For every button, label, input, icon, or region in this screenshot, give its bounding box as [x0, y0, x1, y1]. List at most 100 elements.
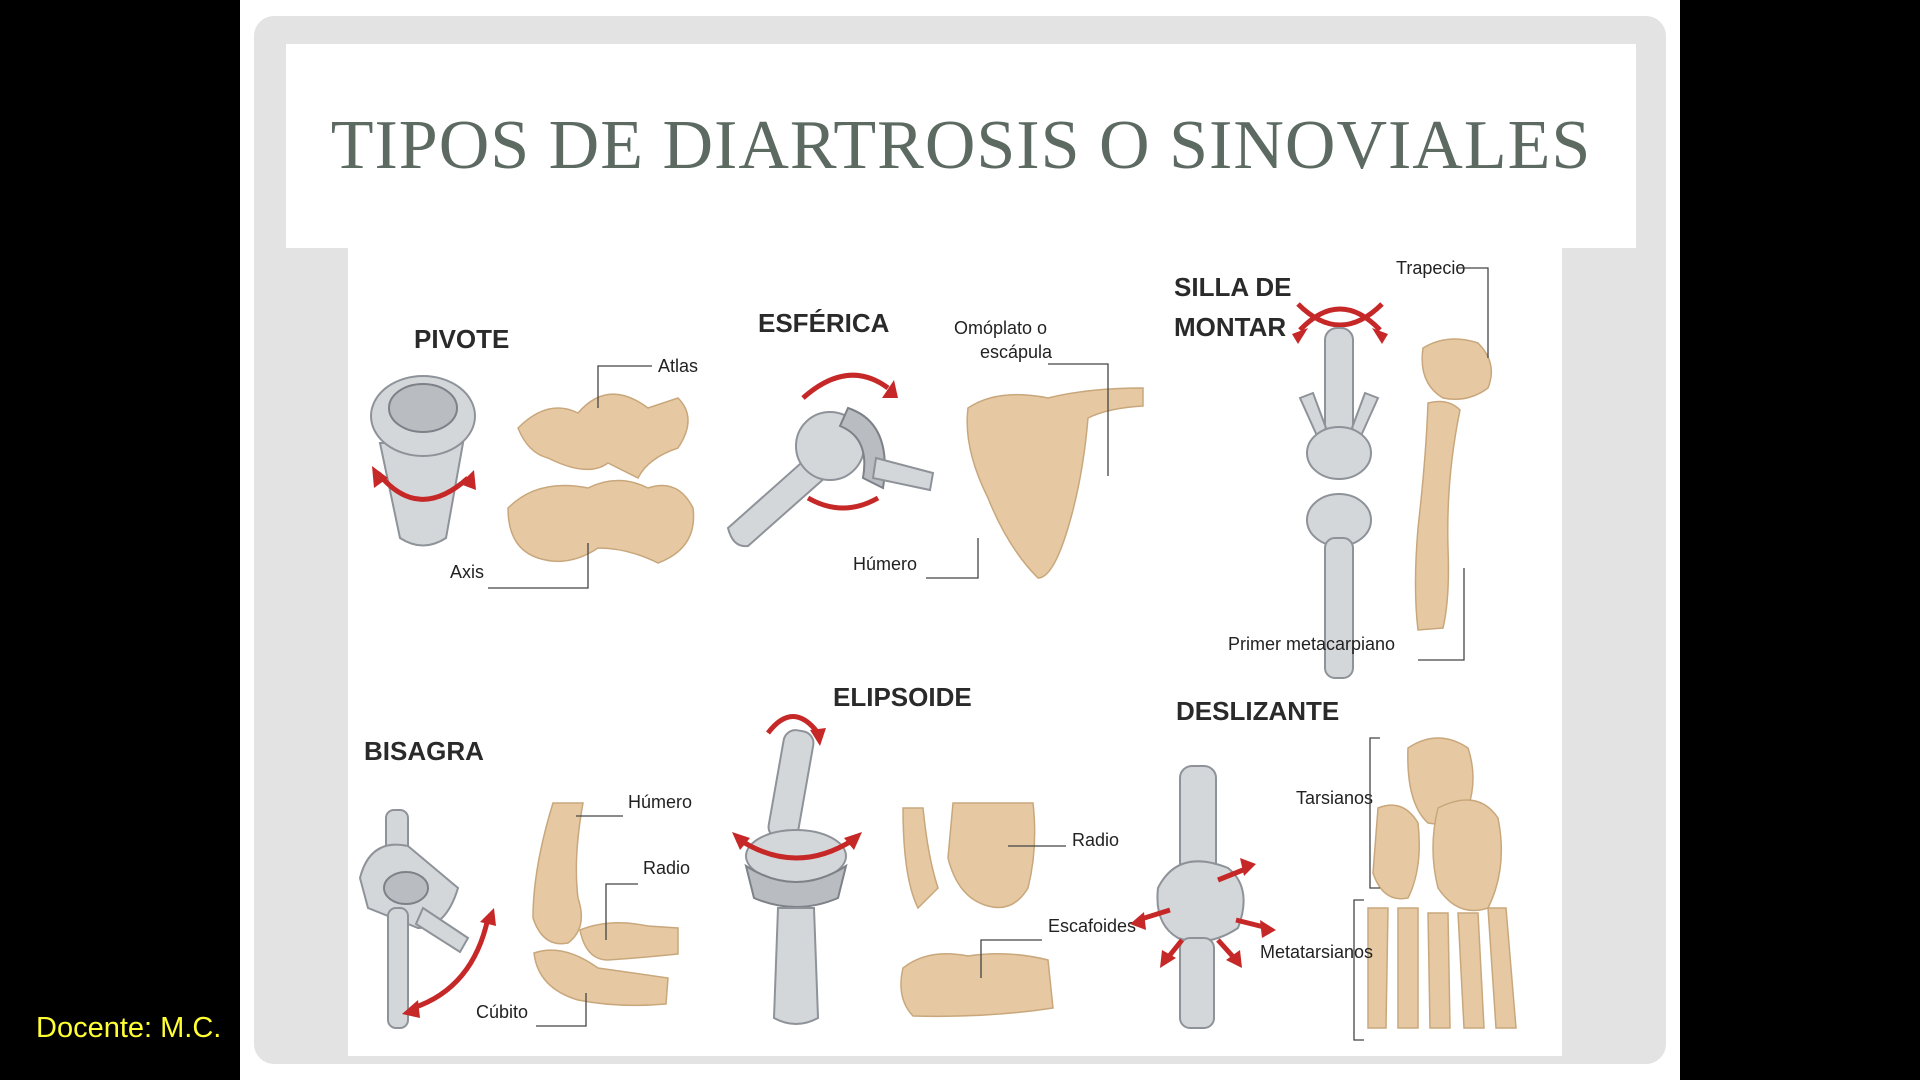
leader-line — [1048, 363, 1109, 476]
arrowhead-icon — [882, 380, 898, 398]
pivot-axis-peg — [378, 442, 465, 547]
trapezium-bone — [1421, 338, 1493, 400]
pivot-heading: PIVOTE — [414, 324, 509, 354]
leader-line — [536, 993, 587, 1027]
arrowhead-icon — [402, 1000, 420, 1018]
scapula-bone — [966, 387, 1144, 579]
scaphoid-label: Escafoides — [1048, 916, 1136, 936]
ellipsoid-lower-shaft — [772, 907, 820, 1025]
leader-bracket — [1369, 737, 1380, 889]
leader-line — [1456, 267, 1489, 358]
gliding-plate — [1156, 860, 1245, 943]
rotation-arrow-icon — [806, 495, 880, 511]
ellipsoid-heading: ELIPSOIDE — [833, 682, 972, 712]
arrowhead-icon — [460, 470, 476, 490]
arrowhead-icon — [1160, 950, 1176, 968]
saddle-lower-shaft — [1324, 537, 1354, 679]
saddle-upper-knob — [1306, 426, 1372, 480]
trapezium-label: Trapecio — [1396, 258, 1465, 278]
tarsals-label: Tarsianos — [1296, 788, 1373, 808]
ball-joint: ESFÉRICA Omóplato o escápula Húmero — [726, 308, 1144, 579]
arrowhead-icon — [732, 832, 750, 850]
ellipsoid-ulna-bone — [902, 807, 939, 910]
ellipsoid-radius-bone — [947, 802, 1036, 909]
ellipsoid-upper-shaft — [767, 729, 815, 841]
atlas-bone — [517, 393, 689, 480]
humerus-label: Húmero — [853, 554, 917, 574]
hinge-lever — [414, 906, 470, 954]
leader-line — [980, 939, 1042, 978]
axis-bone — [507, 479, 695, 564]
rotation-arrow-icon — [376, 471, 470, 502]
scapula-label-line1: Omóplato o — [954, 318, 1047, 338]
hinge-lower-pin — [387, 907, 409, 1029]
scaphoid-bone — [900, 953, 1054, 1018]
hinge-heading: BISAGRA — [364, 736, 484, 766]
ellipsoid-cavity — [744, 863, 848, 908]
joint-types-figure: PIVOTE Atlas Axis ESFÉRICA — [348, 248, 1562, 1056]
atlas-label: Atlas — [658, 356, 698, 376]
scapula-label-line2: escápula — [980, 342, 1053, 362]
hinge-ulna-label: Cúbito — [476, 1002, 528, 1022]
leader-line — [1418, 568, 1465, 661]
title-box: TIPOS DE DIARTROSIS O SINOVIALES — [286, 44, 1636, 248]
tarsal-bone — [1432, 799, 1503, 912]
hinge-joint: BISAGRA Húmero Radio Cúbito — [358, 736, 692, 1029]
arrowhead-icon — [1292, 328, 1308, 344]
gliding-lower-shaft — [1179, 937, 1215, 1029]
ellipsoid-arrow-icon — [738, 837, 855, 861]
metatarsals-label: Metatarsianos — [1260, 942, 1373, 962]
metatarsal-bone — [1397, 907, 1419, 1029]
axis-label: Axis — [450, 562, 484, 582]
slide: TIPOS DE DIARTROSIS O SINOVIALES PIVOTE … — [240, 0, 1680, 1080]
hinge-radius-bone — [579, 922, 679, 961]
saddle-joint: SILLA DE MONTAR Trapecio Primer metacarp… — [1174, 258, 1493, 679]
hinge-ulna-bone — [533, 949, 669, 1007]
arrowhead-icon — [1130, 912, 1146, 930]
gliding-joint: DESLIZANTE — [1130, 696, 1517, 1041]
metatarsal-bone — [1367, 907, 1389, 1029]
arrowhead-icon — [1372, 328, 1388, 344]
saddle-arrow-icon — [1298, 306, 1382, 332]
saddle-arrow-icon — [1296, 302, 1384, 328]
ball-heading: ESFÉRICA — [758, 308, 890, 338]
arrowhead-icon — [1260, 920, 1276, 938]
ellipsoid-radius-label: Radio — [1072, 830, 1119, 850]
saddle-heading-line1: SILLA DE — [1174, 272, 1291, 302]
socket-stem — [871, 456, 935, 492]
metatarsal-bone — [1457, 912, 1485, 1029]
arrowhead-icon — [480, 908, 496, 926]
arrowhead-icon — [844, 832, 862, 850]
leader-bracket — [1353, 899, 1364, 1041]
leader-line — [926, 538, 979, 579]
tarsal-bone — [1372, 804, 1420, 900]
saddle-left-prong — [1298, 391, 1328, 440]
hinge-radius-label: Radio — [643, 858, 690, 878]
leader-line — [488, 543, 589, 589]
joint-illustration: PIVOTE Atlas Axis ESFÉRICA — [358, 258, 1517, 1041]
gliding-heading: DESLIZANTE — [1176, 696, 1339, 726]
slide-title: TIPOS DE DIARTROSIS O SINOVIALES — [330, 107, 1592, 184]
hinge-humerus-label: Húmero — [628, 792, 692, 812]
metatarsal-bone — [1427, 912, 1451, 1029]
leader-line — [605, 883, 638, 940]
leader-line — [597, 365, 652, 408]
instructor-label: Docente: M.C. — [36, 1012, 222, 1044]
first-metacarpal-bone — [1414, 400, 1461, 631]
arrowhead-icon — [810, 728, 826, 746]
arrowhead-icon — [1240, 858, 1256, 876]
hinge-humerus-bone — [532, 802, 584, 945]
arrowhead-icon — [1226, 950, 1242, 968]
arrowhead-icon — [372, 466, 388, 488]
pivot-ring-inner — [388, 383, 458, 433]
metatarsal-bone — [1487, 907, 1517, 1029]
pivot-joint: PIVOTE Atlas Axis — [370, 324, 698, 589]
saddle-heading-line2: MONTAR — [1174, 312, 1286, 342]
hinge-barrel-end — [383, 871, 429, 905]
rotation-arrow-icon — [801, 372, 890, 400]
saddle-right-prong — [1350, 391, 1380, 440]
ellipsoid-joint: ELIPSOIDE Radio Escafoides — [732, 682, 1136, 1025]
hinge-arrow-icon — [412, 917, 491, 1011]
ellipsoid-arrow-icon — [766, 714, 820, 735]
first-metacarpal-label: Primer metacarpiano — [1228, 634, 1395, 654]
